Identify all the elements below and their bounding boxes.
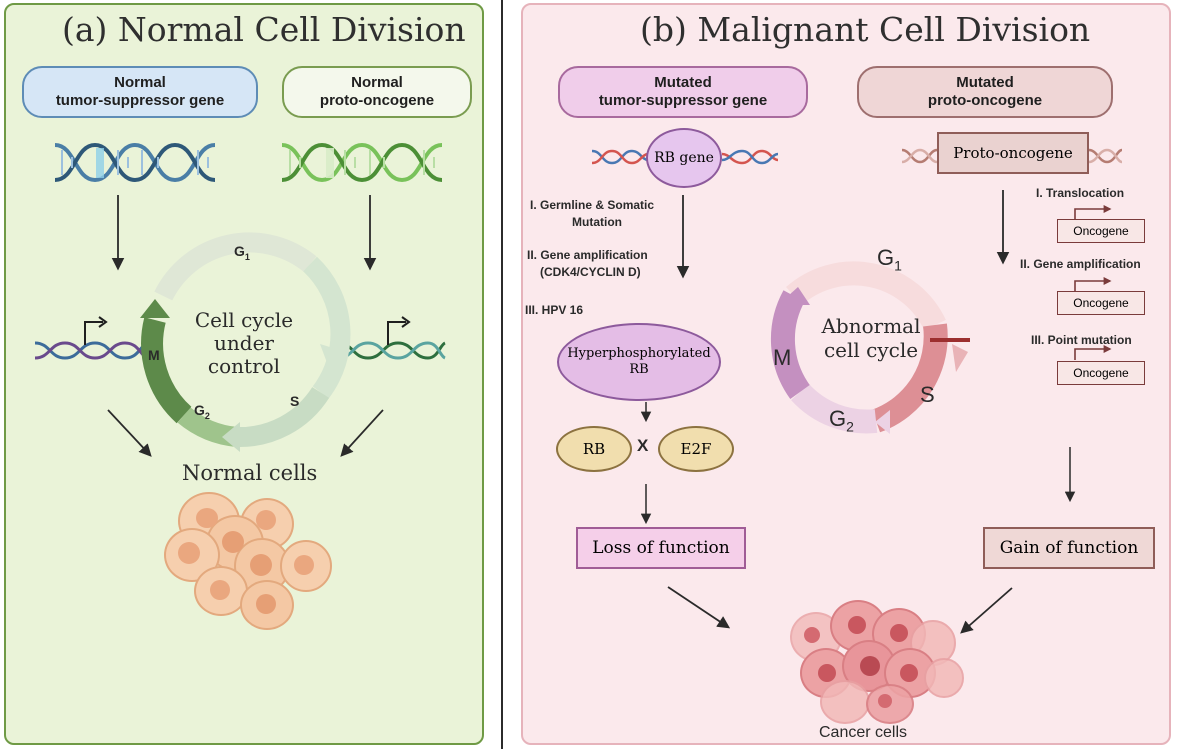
normal-onc-dna-icon bbox=[281, 142, 443, 183]
normal-cycle-arrowhead-g2 bbox=[222, 422, 240, 452]
rb-gene-dna-icon bbox=[591, 149, 779, 165]
e2f-ellipse: E2F bbox=[658, 426, 734, 472]
proto-oncogene-dna-icon bbox=[901, 148, 1123, 164]
onc-mechanism-3: III. Point mutation bbox=[1031, 333, 1132, 347]
arrow-loss-to-cancer bbox=[667, 586, 731, 629]
abnormal-cycle-center: Abnormal cell cycle bbox=[821, 314, 921, 362]
oncogene-promoter-arrows bbox=[1074, 205, 1112, 360]
proto-oncogene-label: Proto-oncogene bbox=[953, 144, 1073, 162]
abnormal-phase-m: M bbox=[773, 345, 792, 370]
normal-division-panel bbox=[4, 3, 484, 745]
cancer-cells-label: Cancer cells bbox=[819, 724, 908, 741]
mutated-onc-line2: proto-oncogene bbox=[927, 92, 1043, 109]
normal-tsg-line2: tumor-suppressor gene bbox=[55, 92, 225, 109]
normal-cycle-arrowhead-m bbox=[140, 299, 170, 318]
abnormal-phase-g1: G1 bbox=[877, 245, 902, 274]
mutated-tsg-pill: Mutated tumor-suppressor gene bbox=[558, 66, 808, 118]
normal-tsg-pill: Normal tumor-suppressor gene bbox=[22, 66, 258, 118]
e2f-label: E2F bbox=[680, 440, 712, 458]
rb-gene-label: RB gene bbox=[654, 150, 714, 166]
rb-protein-label: RB bbox=[582, 440, 606, 458]
mutated-onc-pill: Mutated proto-oncogene bbox=[857, 66, 1113, 118]
hyperphosphorylated-rb-ellipse: Hyperphosphorylated RB bbox=[557, 323, 721, 401]
normal-onc-pill: Normal proto-oncogene bbox=[282, 66, 472, 118]
normal-cells-label: Normal cells bbox=[182, 461, 318, 485]
hyper-rb-line2: RB bbox=[629, 362, 649, 377]
abnormal-phase-s: S bbox=[920, 382, 935, 407]
oncogene-1-label: Oncogene bbox=[1073, 224, 1129, 238]
rb-protein-ellipse: RB bbox=[556, 426, 632, 472]
normal-onc-line2: proto-oncogene bbox=[319, 92, 435, 109]
mutated-tsg-line2: tumor-suppressor gene bbox=[598, 92, 768, 109]
normal-phase-m: M bbox=[148, 347, 160, 363]
onc-mechanism-1: I. Translocation bbox=[1036, 186, 1125, 200]
abnormal-cycle-arrowhead-m bbox=[778, 287, 810, 305]
normal-cycle-arrowhead-s bbox=[320, 344, 346, 368]
arrow-right-to-normal-cells bbox=[340, 409, 384, 457]
rb-gene-bubble: RB gene bbox=[646, 128, 722, 188]
panel-divider bbox=[501, 0, 503, 749]
small-dna-right-icon bbox=[337, 316, 446, 360]
abnormal-cycle-arrowhead-g2 bbox=[875, 410, 890, 434]
normal-phase-s: S bbox=[290, 393, 300, 409]
mechanism-1-line2: Mutation bbox=[572, 215, 622, 229]
panel-a-title: (a) Normal Cell Division bbox=[62, 10, 466, 49]
abnormal-cycle-arrowhead-s bbox=[952, 344, 968, 372]
mutated-tsg-line1: Mutated bbox=[654, 74, 712, 91]
arrow-left-to-normal-cells bbox=[107, 409, 152, 457]
normal-tsg-dna-icon bbox=[54, 142, 216, 183]
normal-phase-g2: G2 bbox=[194, 402, 210, 421]
mechanism-2-line2: (CDK4/CYCLIN D) bbox=[540, 265, 641, 279]
oncogene-box-1: Oncogene bbox=[1057, 219, 1145, 243]
oncogene-box-2: Oncogene bbox=[1057, 291, 1145, 315]
loss-of-function-box: Loss of function bbox=[576, 527, 746, 569]
mutated-onc-line1: Mutated bbox=[956, 74, 1014, 91]
rb-e2f-separator-x: X bbox=[637, 436, 649, 455]
arrow-gain-to-cancer bbox=[960, 587, 1013, 634]
mechanism-2-line1: II. Gene amplification bbox=[527, 248, 648, 262]
onc-mechanism-2: II. Gene amplification bbox=[1020, 257, 1141, 271]
oncogene-2-label: Oncogene bbox=[1073, 296, 1129, 310]
small-dna-left-icon bbox=[34, 316, 151, 360]
normal-cycle-center: Cell cycle under control bbox=[194, 308, 294, 378]
normal-onc-line1: Normal bbox=[351, 74, 403, 91]
oncogene-3-label: Oncogene bbox=[1073, 366, 1129, 380]
hyper-rb-line1: Hyperphosphorylated bbox=[567, 346, 711, 361]
proto-oncogene-box: Proto-oncogene bbox=[937, 132, 1089, 174]
abnormal-phase-g2: G2 bbox=[829, 406, 854, 435]
gain-of-function-label: Gain of function bbox=[999, 538, 1139, 558]
mechanism-1-line1: I. Germline & Somatic bbox=[530, 198, 655, 212]
normal-tsg-line1: Normal bbox=[114, 74, 166, 91]
oncogene-box-3: Oncogene bbox=[1057, 361, 1145, 385]
panel-b-title: (b) Malignant Cell Division bbox=[640, 10, 1091, 49]
loss-of-function-label: Loss of function bbox=[592, 538, 730, 558]
gain-of-function-box: Gain of function bbox=[983, 527, 1155, 569]
mechanism-3: III. HPV 16 bbox=[525, 303, 584, 317]
normal-phase-g1: G1 bbox=[234, 243, 250, 262]
normal-cell-cycle-ring bbox=[141, 232, 351, 448]
